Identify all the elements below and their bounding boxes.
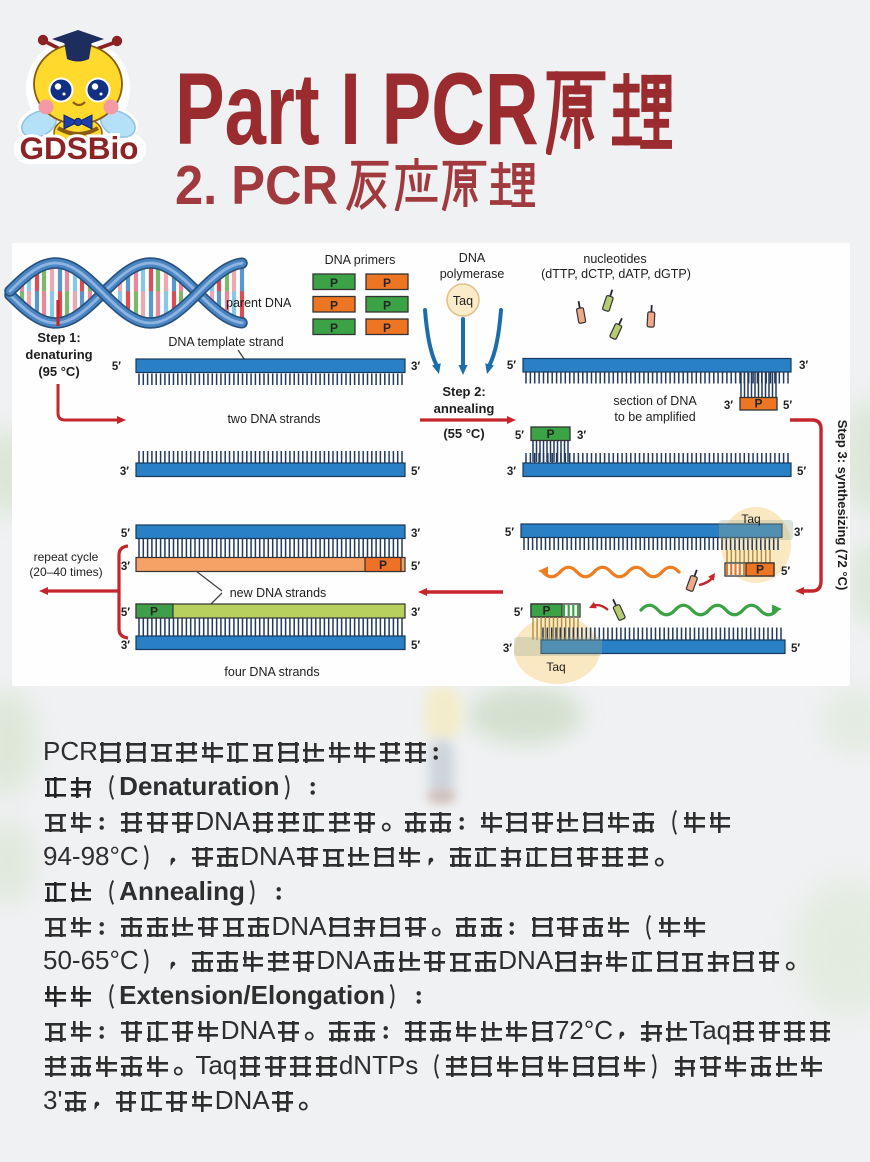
svg-text:Taq: Taq <box>546 660 565 674</box>
svg-text:3′: 3′ <box>794 527 803 539</box>
svg-text:P: P <box>546 427 554 441</box>
svg-text:5′: 5′ <box>411 466 420 478</box>
svg-text:(95 °C): (95 °C) <box>38 364 79 379</box>
svg-text:nucleotides: nucleotides <box>583 252 646 266</box>
svg-text:5′: 5′ <box>783 400 792 412</box>
svg-text:P: P <box>383 276 391 290</box>
svg-text:P: P <box>379 558 387 572</box>
svg-text:Step 1:: Step 1: <box>37 330 80 345</box>
svg-text:3′: 3′ <box>121 561 130 573</box>
svg-text:5′: 5′ <box>121 528 130 540</box>
svg-text:5′: 5′ <box>515 430 524 442</box>
svg-text:5′: 5′ <box>514 607 523 619</box>
svg-text:3′: 3′ <box>120 466 129 478</box>
svg-text:repeat cycle: repeat cycle <box>34 550 99 564</box>
svg-text:5′: 5′ <box>112 361 121 373</box>
svg-text:5′: 5′ <box>781 566 790 578</box>
svg-text:5′: 5′ <box>505 527 514 539</box>
svg-text:P: P <box>383 321 391 335</box>
svg-text:annealing: annealing <box>434 401 495 416</box>
svg-text:3′: 3′ <box>411 607 420 619</box>
svg-text:DNA template strand: DNA template strand <box>168 335 283 349</box>
svg-text:3′: 3′ <box>411 361 420 373</box>
svg-text:Taq: Taq <box>741 512 760 526</box>
svg-text:P: P <box>383 299 391 313</box>
svg-text:3′: 3′ <box>577 430 586 442</box>
svg-text:four DNA strands: four DNA strands <box>224 665 319 679</box>
svg-text:(dTTP, dCTP, dATP, dGTP): (dTTP, dCTP, dATP, dGTP) <box>541 267 691 281</box>
svg-text:denaturing: denaturing <box>25 347 92 362</box>
svg-text:5′: 5′ <box>411 640 420 652</box>
svg-text:P: P <box>754 397 762 411</box>
svg-text:P: P <box>542 604 550 618</box>
svg-text:P: P <box>330 321 338 335</box>
svg-text:5′: 5′ <box>507 360 516 372</box>
svg-text:3′: 3′ <box>799 360 808 372</box>
svg-text:3′: 3′ <box>724 400 733 412</box>
svg-text:5′: 5′ <box>121 607 130 619</box>
svg-text:Step 2:: Step 2: <box>442 384 485 399</box>
svg-text:P: P <box>756 563 764 577</box>
svg-text:Step 3: synthesizing (72 °C): Step 3: synthesizing (72 °C) <box>835 420 850 591</box>
svg-text:P: P <box>330 276 338 290</box>
svg-text:3′: 3′ <box>121 640 130 652</box>
svg-text:DNA: DNA <box>459 251 486 265</box>
svg-text:5′: 5′ <box>797 466 806 478</box>
svg-text:(20–40 times): (20–40 times) <box>29 565 102 579</box>
svg-text:DNA primers: DNA primers <box>325 253 396 267</box>
svg-text:parent DNA: parent DNA <box>226 296 292 310</box>
svg-text:to be amplified: to be amplified <box>614 410 695 424</box>
svg-text:section of DNA: section of DNA <box>613 394 697 408</box>
svg-text:GDSBio: GDSBio <box>19 130 138 166</box>
svg-text:polymerase: polymerase <box>440 267 505 281</box>
svg-text:3′: 3′ <box>411 528 420 540</box>
svg-text:5′: 5′ <box>411 561 420 573</box>
svg-text:P: P <box>150 605 158 619</box>
svg-text:3′: 3′ <box>503 643 512 655</box>
svg-text:Taq: Taq <box>453 294 473 308</box>
svg-text:two DNA strands: two DNA strands <box>227 412 320 426</box>
svg-text:3′: 3′ <box>507 466 516 478</box>
svg-text:5′: 5′ <box>791 643 800 655</box>
svg-text:new DNA strands: new DNA strands <box>230 586 327 600</box>
svg-text:(55 °C): (55 °C) <box>443 426 484 441</box>
svg-text:P: P <box>330 299 338 313</box>
